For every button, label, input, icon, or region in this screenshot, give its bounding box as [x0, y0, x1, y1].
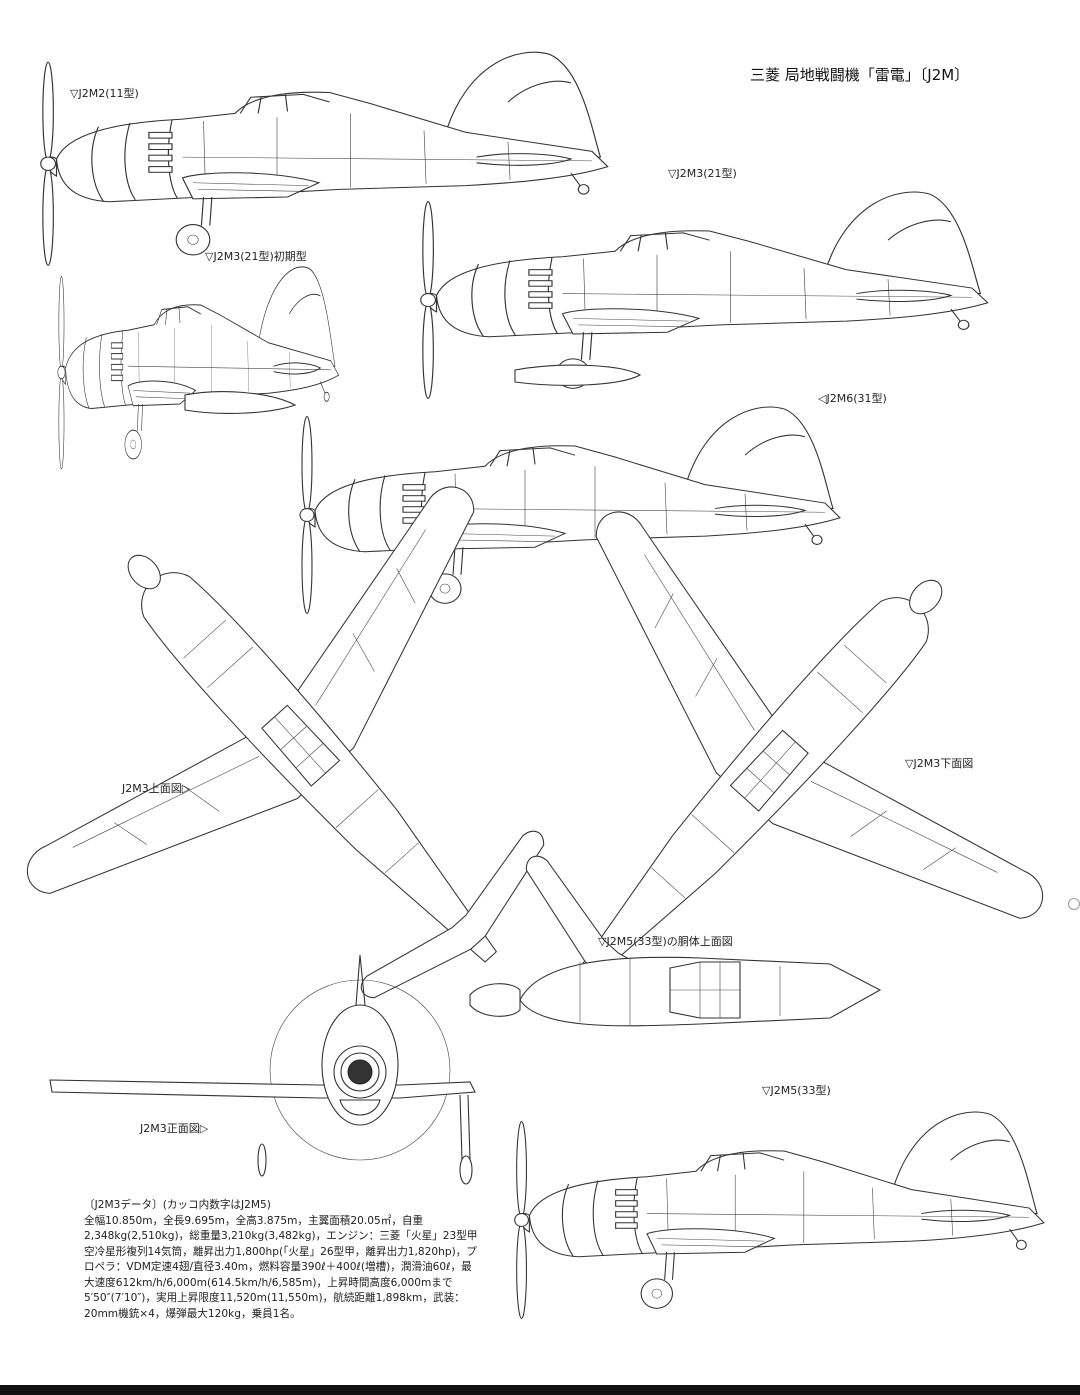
j2m3-early-side: [57, 266, 340, 470]
j2m5-fuselage-top: [469, 956, 882, 1027]
binding-hole-icon: [1068, 898, 1080, 910]
j2m3-front-view: [49, 954, 476, 1185]
sheet-title: 三菱 局地戦闘機「雷電」〔J2M〕: [750, 66, 970, 84]
label-j2m5-33: ▽J2M5(33型): [762, 1084, 831, 1097]
label-j2m5-fuselage-top: ▽J2M5(33型)の胴体上面図: [598, 935, 733, 948]
label-j2m3-front: J2M3正面図▷: [140, 1122, 209, 1135]
label-j2m3-bottom: ▽J2M3下面図: [905, 757, 974, 770]
bottom-border: [0, 1385, 1080, 1395]
label-j2m3-top: J2M3上面図▷: [122, 782, 191, 795]
spec-block: 〔J2M3データ〕(カッコ内数字はJ2M5) 全幅10.850m，全長9.695…: [84, 1198, 479, 1322]
spec-heading: 〔J2M3データ〕(カッコ内数字はJ2M5): [84, 1199, 271, 1211]
label-j2m3-21-early: ▽J2M3(21型)初期型: [205, 250, 307, 263]
label-j2m3-21: ▽J2M3(21型): [668, 167, 737, 180]
label-j2m6: ◁J2M6(31型): [818, 392, 887, 405]
spec-body: 全幅10.850m，全長9.695m，全高3.875m，主翼面積20.05㎡，自…: [84, 1214, 478, 1320]
label-j2m2: ▽J2M2(11型): [70, 87, 139, 100]
